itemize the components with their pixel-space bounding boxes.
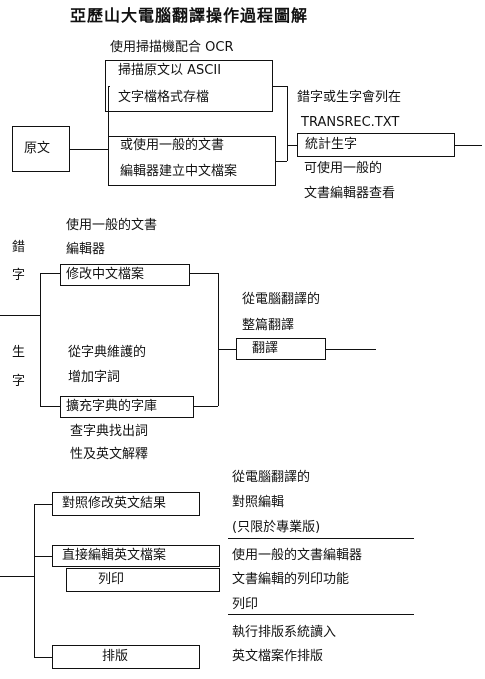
connector bbox=[218, 273, 219, 406]
connector bbox=[276, 161, 287, 162]
connector bbox=[273, 86, 287, 87]
connector bbox=[108, 86, 110, 87]
print-box bbox=[66, 568, 220, 592]
translate-box-label: 翻譯 bbox=[252, 341, 279, 356]
scan-caption: 使用掃描機配合 OCR bbox=[110, 40, 234, 55]
typeset-note-line2: 英文檔案作排版 bbox=[232, 649, 324, 664]
translate-box bbox=[236, 338, 326, 360]
stats-box-label: 統計生字 bbox=[305, 137, 358, 152]
connector bbox=[190, 273, 218, 274]
print-note-line3: 列印 bbox=[232, 597, 259, 612]
whole-caption-line1: 從電腦翻譯的 bbox=[242, 292, 321, 307]
compare-note-line2: 對照編輯 bbox=[232, 495, 285, 510]
typeset-box-label: 排版 bbox=[102, 649, 129, 664]
scan-box-line2: 文字檔格式存檔 bbox=[118, 90, 210, 105]
modify-box-label: 修改中文檔案 bbox=[66, 267, 145, 282]
connector bbox=[34, 657, 52, 658]
scan-box bbox=[105, 60, 273, 112]
expand-box bbox=[60, 396, 194, 418]
typeset-note-line1: 執行排版系統讀入 bbox=[232, 625, 337, 640]
compare-note-line3: (只限於專業版) bbox=[232, 520, 321, 535]
print-note-line1: 使用一般的文書編輯器 bbox=[232, 548, 363, 563]
connector bbox=[34, 504, 35, 657]
connector bbox=[34, 556, 52, 557]
modify-box bbox=[60, 264, 190, 286]
compare-box bbox=[52, 492, 200, 516]
dict-caption-line1: 從字典維護的 bbox=[68, 345, 147, 360]
typo-label-1: 錯 bbox=[12, 240, 26, 255]
connector bbox=[34, 504, 52, 505]
connector bbox=[326, 349, 376, 350]
dict-caption-line2: 增加字詞 bbox=[68, 370, 121, 385]
connector bbox=[40, 273, 41, 406]
connector bbox=[287, 86, 288, 161]
connector bbox=[455, 145, 482, 146]
list-note-line1: 錯字或生字會列在 bbox=[297, 90, 402, 105]
expand-box-label: 擴充字典的字庫 bbox=[66, 399, 158, 414]
print-box-label: 列印 bbox=[98, 572, 125, 587]
connector bbox=[218, 349, 236, 350]
list-note-line2: TRANSREC.TXT bbox=[301, 115, 400, 130]
connector bbox=[40, 273, 60, 274]
compare-note-line1: 從電腦翻譯的 bbox=[232, 470, 311, 485]
divider bbox=[228, 614, 414, 615]
view-note-line1: 可使用一般的 bbox=[304, 161, 383, 176]
edit-box-line2: 編輯器建立中文檔案 bbox=[120, 164, 238, 179]
editor-caption-line2: 編輯器 bbox=[66, 242, 106, 257]
lookup-caption-line1: 查字典找出詞 bbox=[70, 424, 149, 439]
whole-caption-line2: 整篇翻譯 bbox=[242, 318, 295, 333]
divider bbox=[228, 538, 414, 539]
connector bbox=[40, 406, 60, 407]
scan-box-line1: 掃描原文以 ASCII bbox=[118, 63, 222, 78]
edit-box-line1: 或使用一般的文書 bbox=[120, 138, 225, 153]
compare-box-label: 對照修改英文結果 bbox=[62, 496, 167, 511]
print-note-line2: 文書編輯的列印功能 bbox=[232, 572, 350, 587]
typeset-box bbox=[52, 645, 200, 669]
connector bbox=[70, 149, 108, 150]
page-title: 亞歷山大電腦翻譯操作過程圖解 bbox=[70, 6, 309, 25]
stats-box bbox=[297, 133, 455, 157]
lookup-caption-line2: 性及英文解釋 bbox=[70, 447, 149, 462]
source-box-label: 原文 bbox=[24, 141, 51, 156]
connector bbox=[287, 145, 297, 146]
source-box bbox=[12, 126, 70, 172]
connector bbox=[0, 315, 40, 316]
newword-label-1: 生 bbox=[12, 345, 26, 360]
direct-edit-box bbox=[52, 545, 220, 567]
direct-edit-box-label: 直接編輯英文檔案 bbox=[62, 548, 167, 563]
edit-box bbox=[108, 136, 276, 186]
view-note-line2: 文書編輯器查看 bbox=[304, 186, 396, 201]
connector bbox=[194, 406, 218, 407]
connector bbox=[0, 576, 34, 577]
typo-label-2: 字 bbox=[12, 268, 26, 283]
editor-caption-line1: 使用一般的文書 bbox=[66, 218, 158, 233]
newword-label-2: 字 bbox=[12, 374, 26, 389]
